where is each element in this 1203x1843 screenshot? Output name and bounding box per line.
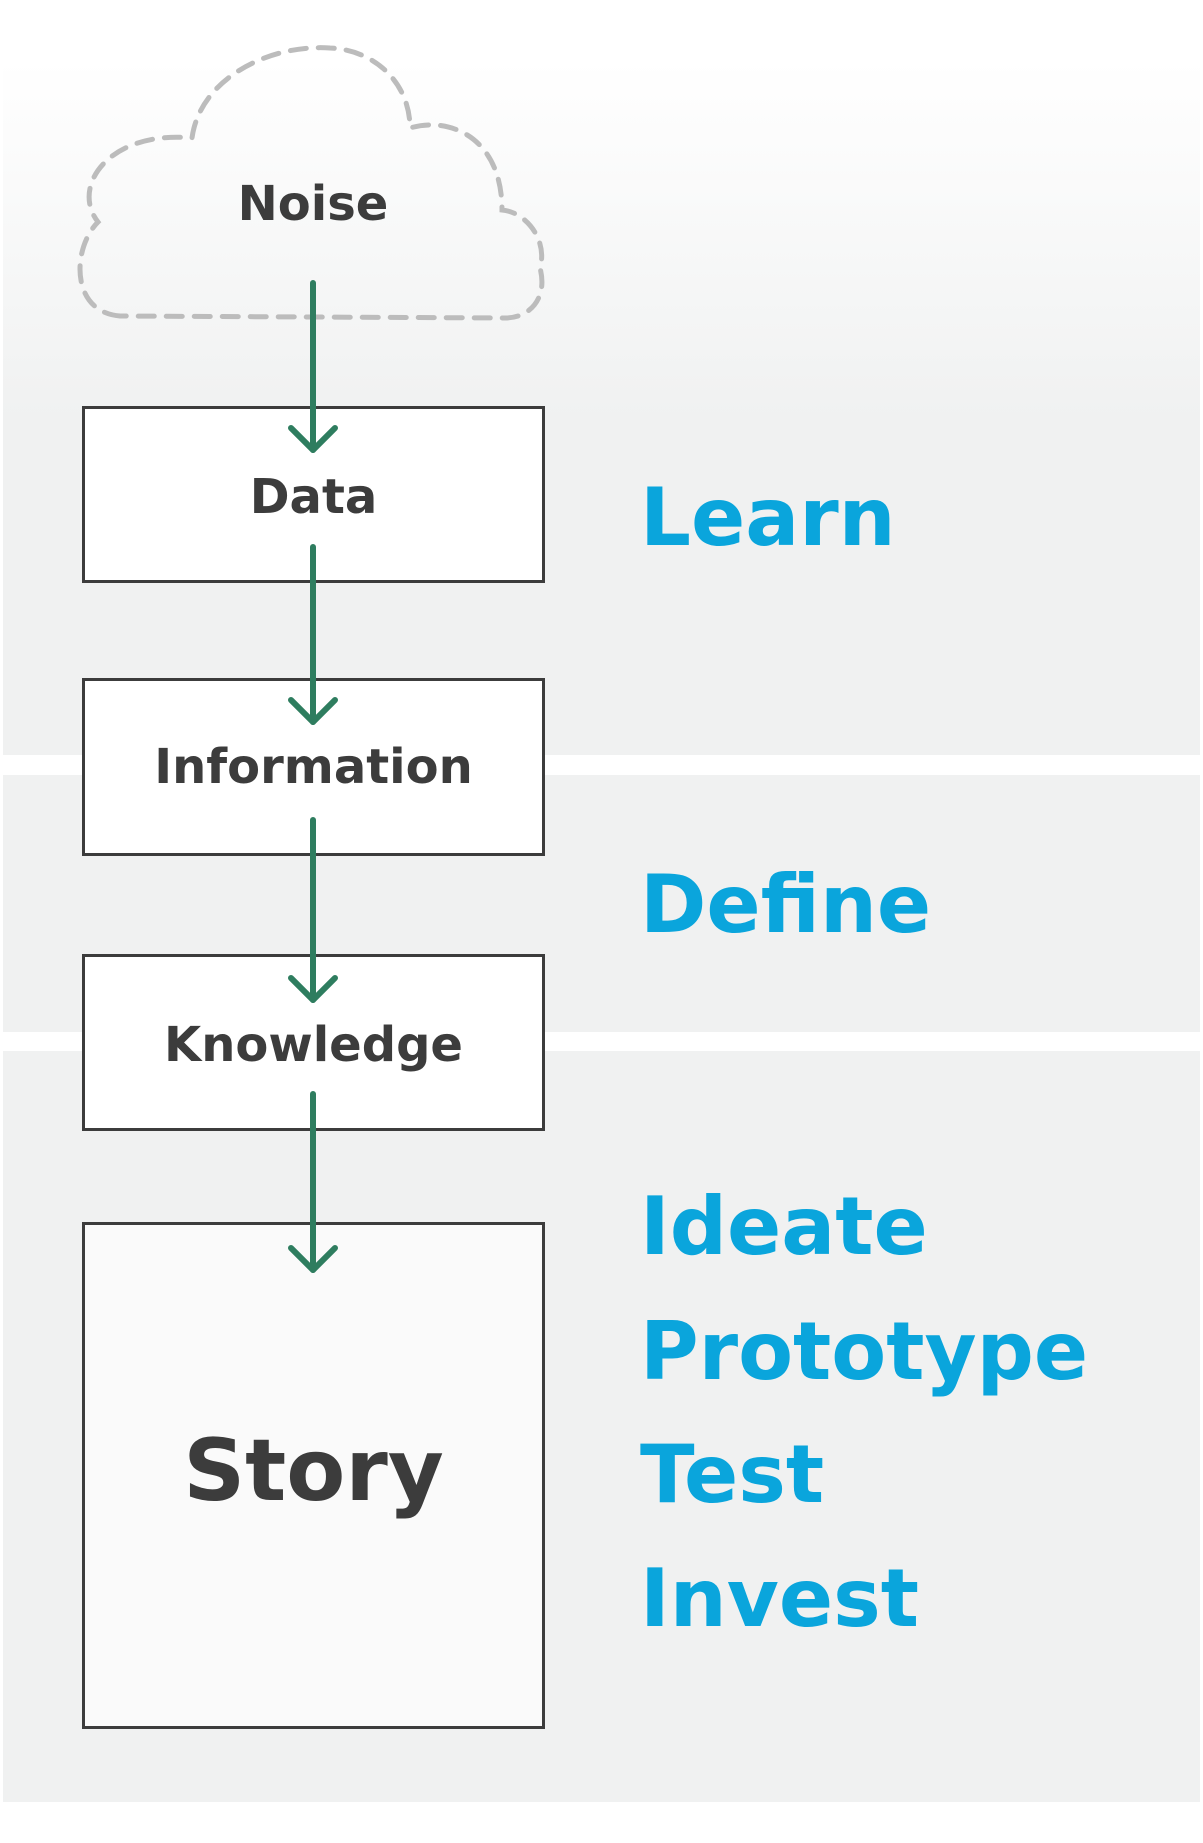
stage-ideate: Ideate xyxy=(640,1180,928,1273)
node-data-label: Data xyxy=(249,468,378,525)
node-information-label: Information xyxy=(154,739,473,795)
stage-prototype: Prototype xyxy=(640,1305,1089,1398)
arrow-data-to-information xyxy=(288,544,338,725)
node-noise-label: Noise xyxy=(237,176,389,232)
node-knowledge-label: Knowledge xyxy=(164,1016,463,1073)
arrow-noise-to-data xyxy=(288,280,338,453)
stage-learn: Learn xyxy=(640,471,896,564)
node-story-label: Story xyxy=(183,1420,444,1521)
stage-test: Test xyxy=(640,1428,825,1521)
node-noise: Noise xyxy=(140,172,486,236)
arrow-information-to-knowledge xyxy=(288,817,338,1003)
stage-define: Define xyxy=(640,858,932,951)
learn-band xyxy=(3,0,1200,755)
noise-cloud xyxy=(77,45,545,321)
stage-invest: Invest xyxy=(640,1552,919,1645)
arrow-knowledge-to-story xyxy=(288,1091,338,1273)
